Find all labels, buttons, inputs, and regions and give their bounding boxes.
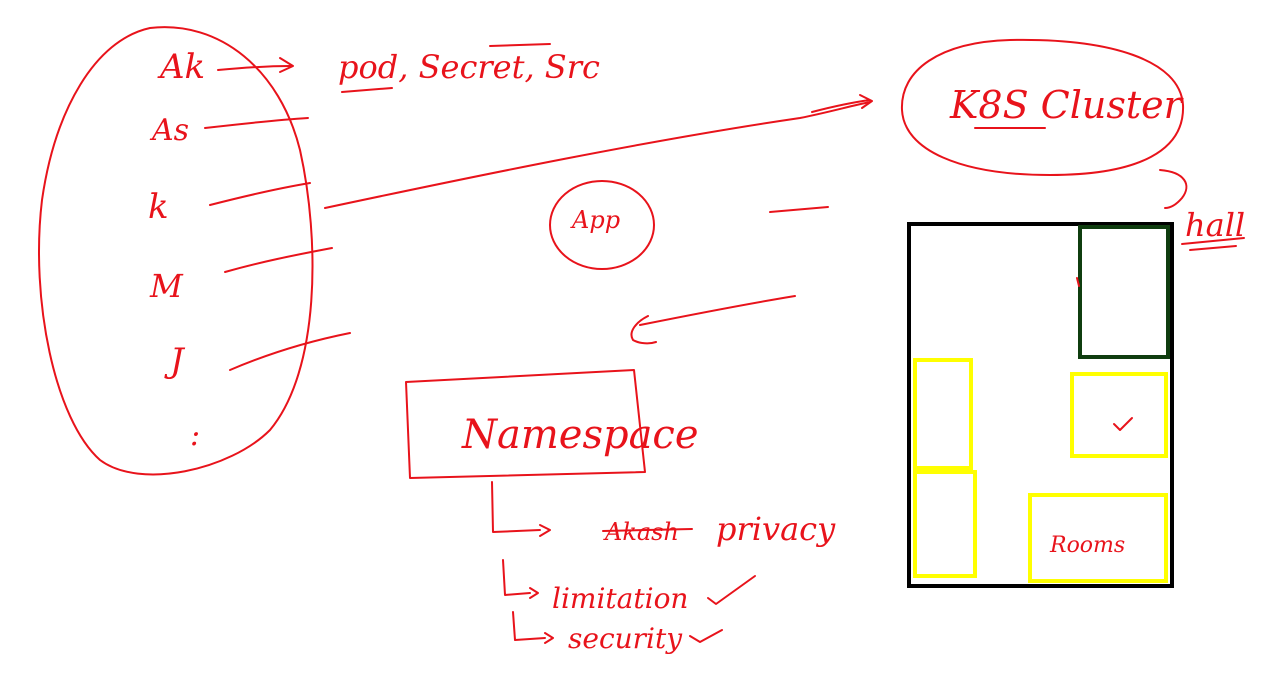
line-from-m — [224, 247, 333, 273]
resources-underline-src — [489, 43, 551, 47]
yellow-room-left-top — [913, 358, 973, 470]
hall-underline-1 — [1181, 237, 1245, 245]
arrowhead-cluster — [811, 94, 873, 113]
person-label-j: J — [164, 341, 186, 381]
arrow-ak-to-resources — [217, 65, 291, 71]
app-label: App — [570, 206, 620, 234]
tree-arrow-limitation — [529, 587, 539, 599]
namespace-label: Namespace — [461, 412, 699, 458]
people-group-ellipse — [38, 26, 314, 476]
line-from-as — [204, 117, 309, 129]
arrow-cluster-to-hall — [1159, 169, 1188, 209]
tree-branch-privacy — [491, 481, 541, 533]
line-k-to-cluster — [324, 101, 871, 209]
privacy-struck-text: Akash — [603, 518, 679, 546]
k8s-cluster-ellipse — [900, 38, 1185, 176]
checkmark-limitation-icon — [707, 575, 756, 605]
tree-arrow-security — [544, 632, 554, 644]
hall-outline — [907, 222, 1174, 588]
dash-mark — [769, 206, 829, 213]
checkmark-room-icon — [1113, 417, 1133, 431]
dark-room-mark — [1076, 277, 1080, 287]
person-label-more: : — [190, 418, 200, 453]
arrowhead-ak — [279, 57, 294, 73]
person-label-m: M — [149, 267, 184, 305]
arrowhead-namespace — [630, 315, 657, 345]
strikethrough-line — [602, 528, 693, 532]
yellow-room-rooms — [1028, 493, 1168, 583]
app-circle — [549, 180, 655, 270]
tree-branch-limitation — [502, 559, 531, 596]
arrow-to-namespace — [639, 295, 796, 326]
hall-label: hall — [1185, 206, 1245, 244]
person-label-k: k — [148, 187, 169, 227]
tree-branch-security — [512, 611, 546, 641]
resources-note: pod, Secret, Src — [338, 48, 600, 86]
tree-arrow-privacy — [539, 524, 551, 537]
resources-underline-pod — [341, 87, 393, 93]
person-label-as: As — [149, 113, 189, 148]
dark-room — [1078, 225, 1170, 359]
yellow-room-left-bottom — [913, 470, 977, 578]
line-from-k — [209, 182, 311, 206]
privacy-label: privacy — [716, 510, 836, 548]
checkmark-security-icon — [689, 629, 723, 643]
rooms-label: Rooms — [1049, 533, 1125, 558]
limitation-label: limitation — [552, 582, 688, 615]
k8s-cluster-label: K8S Cluster — [949, 83, 1185, 127]
security-label: security — [568, 622, 683, 655]
person-label-ak: Ak — [157, 47, 205, 87]
yellow-room-right-mid — [1070, 372, 1168, 458]
namespace-box — [405, 369, 646, 479]
line-from-j — [229, 332, 351, 371]
hall-underline-2 — [1189, 245, 1237, 251]
